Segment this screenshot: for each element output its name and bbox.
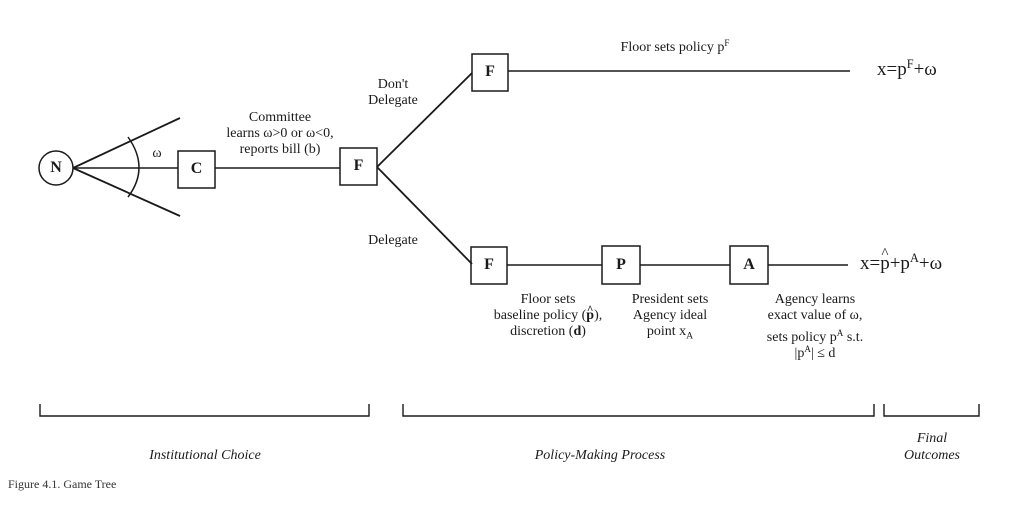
agency-action-line4-sup: A (804, 344, 811, 354)
agency-action-label: Agency learns exact value of ω, sets pol… (755, 292, 875, 362)
outcome-delegation-sup: A (909, 251, 919, 266)
floor-baseline-label: Floor sets baseline policy (p), discreti… (478, 292, 618, 340)
floor-baseline-line2: baseline policy (p), (478, 308, 618, 324)
floor-baseline-line1: Floor sets (520, 292, 576, 307)
nature-branch-upper (72, 117, 181, 169)
agency-action-line3-post: s.t. (843, 330, 864, 345)
bracket-final-outcomes (883, 404, 980, 417)
edge-dont-delegate (376, 72, 473, 168)
president-action-line3-pre: point x (646, 324, 687, 339)
floor-sets-policy-text: Floor sets policy p (620, 40, 725, 55)
president-action-label: President sets Agency ideal point xA (615, 292, 725, 342)
floor-no-delegate-node-label: F (485, 63, 495, 80)
president-node-label: P (616, 256, 626, 273)
committee-action-line2: learns ω>0 or ω<0, (226, 126, 334, 141)
phase-final-outcomes: Final Outcomes (892, 430, 972, 464)
outcome-no-delegation-sup: F (906, 57, 914, 72)
committee-action-line1: Committee (248, 110, 312, 125)
floor-no-delegate-node-box (471, 53, 509, 92)
outcome-delegation-mid: +p (889, 253, 910, 274)
floor-baseline-line2-post: ), (594, 308, 603, 323)
agency-action-line2: exact value of ω, (767, 308, 863, 323)
dont-delegate-line2: Delegate (368, 93, 418, 108)
nature-arc (127, 136, 140, 198)
bracket-institutional-choice (39, 404, 370, 417)
president-action-line3-sub: A (686, 330, 694, 342)
outcome-no-delegation: x=pF+ω (877, 57, 937, 81)
floor-baseline-line3-pre: discretion ( (510, 324, 574, 339)
committee-node-label: C (190, 160, 203, 177)
floor-baseline-line3: discretion (d) (478, 324, 618, 340)
floor-sets-policy-label: Floor sets policy pF (600, 38, 750, 56)
phase-policy-making: Policy-Making Process (534, 448, 666, 463)
committee-node-box (177, 150, 216, 189)
phase-final-outcomes-line1: Final (916, 431, 948, 446)
nature-branch-lower (72, 167, 181, 217)
discretion-symbol: d (573, 324, 582, 339)
phase-institutional-choice: Institutional Choice (149, 448, 261, 463)
outcome-delegation-hat: p (880, 253, 890, 275)
phase-final-outcomes-line2: Outcomes (904, 448, 960, 463)
floor-baseline-line3-post: ) (581, 324, 586, 339)
floor-delegate-node-label: F (484, 256, 494, 273)
p-hat-symbol: p (586, 308, 594, 324)
figure-caption: Figure 4.1. Game Tree (8, 477, 117, 491)
committee-action-label: Committee learns ω>0 or ω<0, reports bil… (218, 110, 342, 158)
president-action-line1: President sets (631, 292, 709, 307)
outcome-delegation-pre: x= (860, 253, 881, 274)
president-action-line2: Agency ideal (632, 308, 708, 323)
nature-node-label: N (50, 159, 62, 176)
nature-move-label: ω (152, 146, 162, 161)
agency-action-line3: sets policy pA s.t. (755, 328, 875, 346)
dont-delegate-line1: Don't (377, 77, 409, 92)
floor-first-node-label: F (353, 157, 364, 174)
agency-node-label: A (743, 256, 755, 273)
floor-baseline-line2-pre: baseline policy ( (493, 308, 587, 323)
agency-action-line4-post: | ≤ d (810, 346, 836, 361)
bracket-policy-making (402, 404, 875, 417)
agency-action-line3-sup: A (836, 328, 844, 338)
delegate-label: Delegate (368, 233, 418, 248)
agency-action-line1: Agency learns (774, 292, 856, 307)
committee-action-line3: reports bill (b) (239, 142, 321, 157)
outcome-delegation-post: +ω (918, 253, 943, 274)
president-action-line3: point xA (615, 324, 725, 342)
floor-sets-policy-sup: F (724, 38, 730, 48)
outcome-no-delegation-post: +ω (913, 59, 937, 80)
agency-action-line3-pre: sets policy p (766, 330, 837, 345)
dont-delegate-label: Don't Delegate (358, 77, 428, 109)
edge-delegate (376, 166, 473, 265)
agency-action-line4-pre: |p (794, 346, 805, 361)
outcome-delegation: x=p+pA+ω (860, 251, 943, 275)
agency-action-line4: |pA| ≤ d (755, 344, 875, 362)
outcome-no-delegation-pre: x=p (877, 59, 907, 80)
